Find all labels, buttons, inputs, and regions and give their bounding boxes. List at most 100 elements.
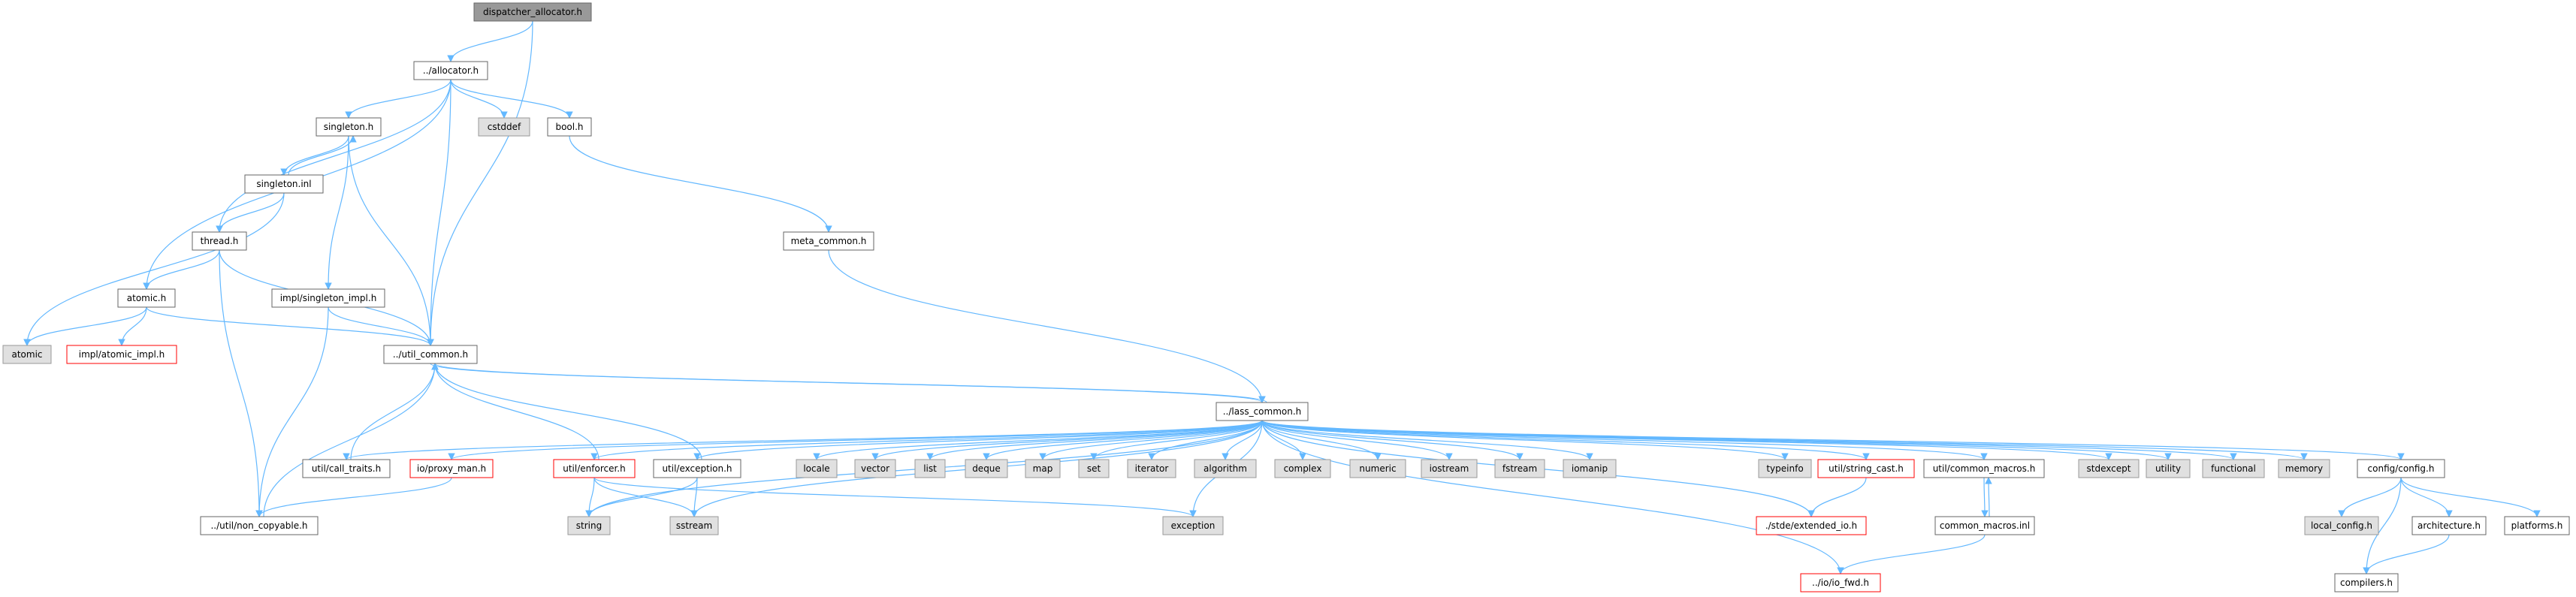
node-singleton-h[interactable]: singleton.h [316,117,382,137]
node-label: numeric [1359,463,1396,474]
node-common-macros-h[interactable]: util/common_macros.h [1923,459,2045,478]
node-algorithm[interactable]: algorithm [1194,459,1257,478]
node-meta-common[interactable]: meta_common.h [783,231,874,251]
node-call-traits[interactable]: util/call_traits.h [302,459,391,478]
node-iterator[interactable]: iterator [1127,459,1176,478]
node-locale[interactable]: locale [796,459,838,478]
node-cstddef[interactable]: cstddef [478,117,530,137]
edge-config-h-to-platforms [2400,477,2541,517]
edge-singleton-inl-to-thread-h [216,192,285,233]
node-fstream[interactable]: fstream [1494,459,1545,478]
node-box [409,459,494,478]
edge-bool-h-to-meta-common [569,135,832,233]
node-set[interactable]: set [1078,459,1110,478]
node-numeric[interactable]: numeric [1349,459,1406,478]
edges-layer [23,20,2541,574]
node-compilers[interactable]: compilers.h [2334,573,2399,592]
node-label: util/enforcer.h [563,463,625,474]
node-label: deque [972,463,1001,474]
node-extended-io[interactable]: ./stde/extended_io.h [1756,516,1867,535]
edge-exception-h-to-string [585,477,698,517]
node-memory[interactable]: memory [2278,459,2330,478]
node-string[interactable]: string [567,516,611,535]
node-atomic-impl[interactable]: impl/atomic_impl.h [66,345,177,364]
node-label: list [923,463,937,474]
node-label: common_macros.inl [1940,520,2030,531]
node-label: ../lass_common.h [1223,406,1302,417]
node-enforcer[interactable]: util/enforcer.h [553,459,636,478]
node-allocator[interactable]: ../allocator.h [413,61,488,80]
node-label: compilers.h [2340,577,2393,588]
node-utility[interactable]: utility [2146,459,2191,478]
node-stdexcept[interactable]: stdexcept [2078,459,2140,478]
node-local-config[interactable]: local_config.h [2304,516,2379,535]
node-iomanip[interactable]: iomanip [1563,459,1617,478]
node-functional[interactable]: functional [2202,459,2265,478]
edge-common-macros-inl-to-io-fwd [1837,534,1986,574]
node-proxy-man[interactable]: io/proxy_man.h [409,459,494,478]
node-map[interactable]: map [1025,459,1061,478]
edge-lass-common-to-functional [1261,420,2237,460]
node-singleton-impl[interactable]: impl/singleton_impl.h [271,288,385,308]
edge-lass-common-to-map [1039,420,1263,460]
node-util-common[interactable]: ../util_common.h [383,345,478,364]
node-label: string [576,520,602,531]
edge-allocator-to-singleton-h [345,79,451,119]
node-dispatcher[interactable]: dispatcher_allocator.h [473,2,592,22]
edge-atomic-h-to-util-common [146,306,434,346]
node-atomic[interactable]: atomic [2,345,52,364]
node-exception[interactable]: exception [1162,516,1224,535]
node-box [669,516,719,535]
edge-singleton-h-to-util-common [348,135,434,346]
edge-atomic-h-to-atomic [23,306,147,346]
edge-exception-h-to-util-common [431,363,702,460]
node-non-copyable[interactable]: ../util/non_copyable.h [200,516,319,535]
node-label: io/proxy_man.h [417,463,486,474]
edge-config-h-to-local-config [2338,477,2402,517]
node-vector[interactable]: vector [854,459,896,478]
node-iostream[interactable]: iostream [1421,459,1478,478]
node-box [1934,516,2035,535]
node-lass-common[interactable]: ../lass_common.h [1216,402,1309,421]
node-box [567,516,611,535]
node-label: functional [2211,463,2256,474]
edge-lass-common-to-locale [813,420,1263,460]
node-bool-h[interactable]: bool.h [547,117,592,137]
node-typeinfo[interactable]: typeinfo [1758,459,1812,478]
node-label: atomic.h [127,293,166,303]
node-complex[interactable]: complex [1274,459,1331,478]
node-label: complex [1284,463,1322,474]
node-list[interactable]: list [914,459,946,478]
edge-singleton-h-to-singleton-inl [280,135,349,176]
node-label: stdexcept [2087,463,2131,474]
node-sstream[interactable]: sstream [669,516,719,535]
node-singleton-inl[interactable]: singleton.inl [244,174,324,194]
node-box [1800,573,1881,592]
node-thread-h[interactable]: thread.h [192,231,247,251]
node-common-macros-inl[interactable]: common_macros.inl [1934,516,2035,535]
node-io-fwd[interactable]: ../io/io_fwd.h [1800,573,1881,592]
node-box [200,516,319,535]
node-label: impl/singleton_impl.h [280,293,377,303]
node-atomic-h[interactable]: atomic.h [117,288,176,308]
edge-lass-common-to-deque [983,420,1263,460]
node-label: util/string_cast.h [1829,463,1904,474]
node-box [1127,459,1176,478]
node-exception-h[interactable]: util/exception.h [653,459,741,478]
node-string-cast[interactable]: util/string_cast.h [1817,459,1915,478]
node-box [66,345,177,364]
edge-thread-h-to-non-copyable [219,249,263,517]
node-config-h[interactable]: config/config.h [2357,459,2445,478]
node-platforms[interactable]: platforms.h [2504,516,2570,535]
node-label: ../allocator.h [423,65,479,76]
node-label: utility [2155,463,2181,474]
node-label: ./stde/extended_io.h [1765,520,1857,531]
edge-lass-common-to-config-h [1261,420,2405,460]
edge-lass-common-to-enforcer [590,420,1263,460]
node-deque[interactable]: deque [965,459,1008,478]
edge-lass-common-to-call-traits [343,420,1263,460]
node-architecture[interactable]: architecture.h [2411,516,2487,535]
edge-lass-common-to-fstream [1261,420,1524,460]
node-box [2,345,52,364]
